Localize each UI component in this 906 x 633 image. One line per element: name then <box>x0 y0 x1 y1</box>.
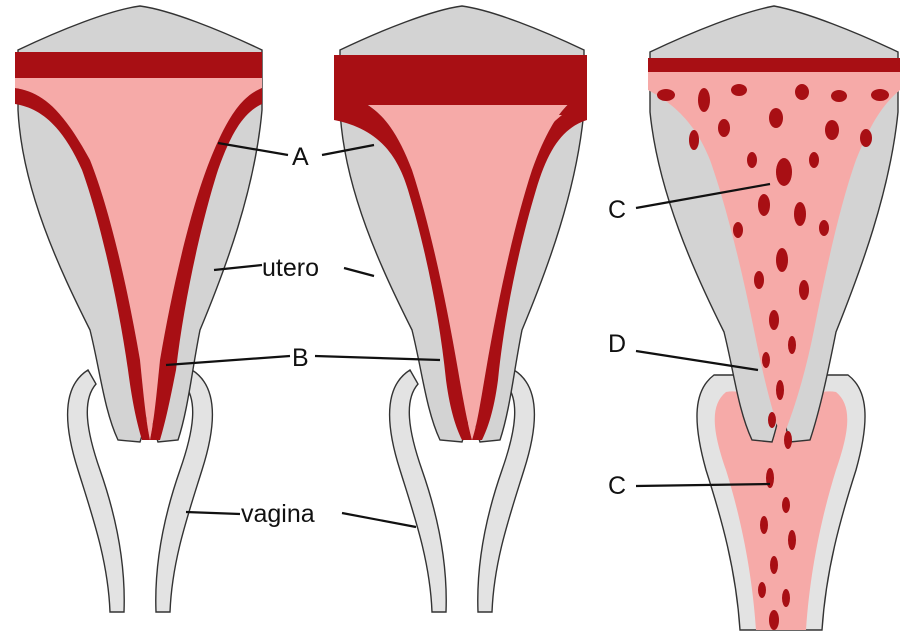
panel-1 <box>15 6 262 612</box>
label-d: D <box>608 330 626 358</box>
leader-utero-right <box>344 268 374 276</box>
leader-vagina-left <box>186 512 240 514</box>
label-c-lower: C <box>608 472 626 500</box>
label-c-upper: C <box>608 196 626 224</box>
label-b: B <box>292 344 309 372</box>
label-a: A <box>292 143 309 171</box>
label-utero-group: utero <box>214 254 374 282</box>
label-vagina: vagina <box>241 500 315 528</box>
panel-2 <box>334 6 587 612</box>
label-b-group: B <box>166 344 440 372</box>
panel-3 <box>648 6 900 630</box>
label-vagina-group: vagina <box>186 500 416 528</box>
leader-vagina-right <box>342 513 416 527</box>
label-utero: utero <box>262 254 319 282</box>
